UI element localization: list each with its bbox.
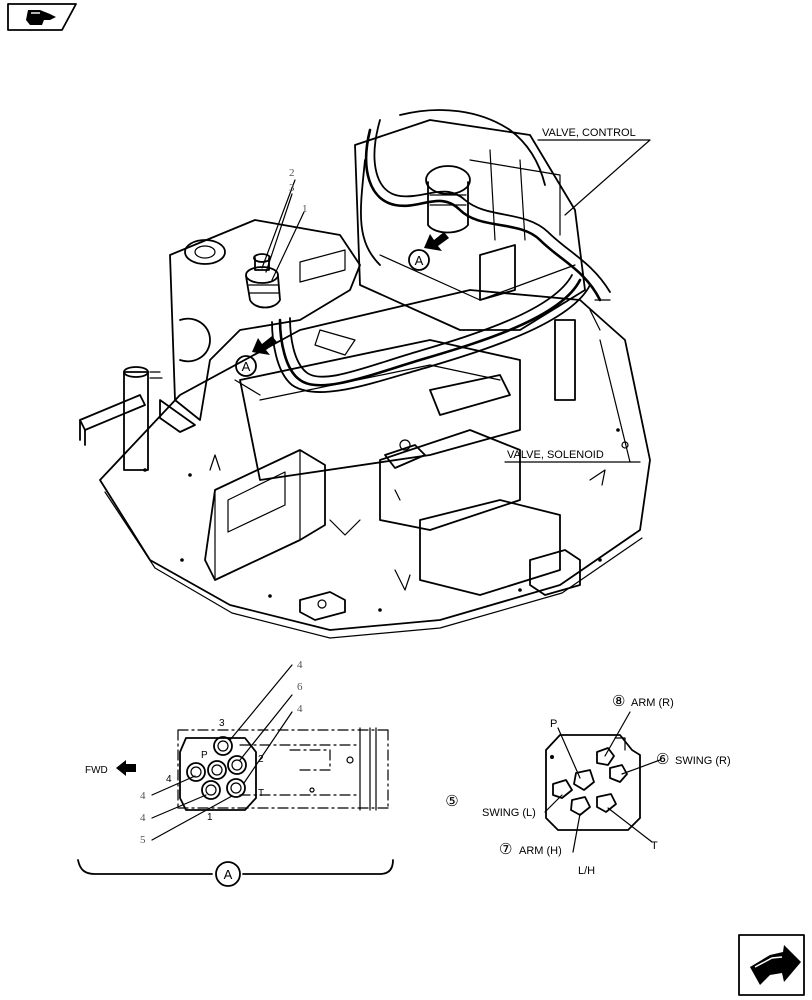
- view-a-label-left: A: [242, 359, 251, 374]
- port-3-label: 3: [219, 718, 225, 729]
- detail-ref-6: 6: [297, 681, 303, 693]
- arm-h-number: ⑦: [499, 841, 512, 858]
- pattern-number-5: ⑤: [445, 793, 458, 810]
- fwd-arrow-icon: [116, 760, 136, 776]
- detail-ref-5: 5: [140, 834, 146, 846]
- swing-l-label: SWING (L): [482, 807, 536, 819]
- nav-icon-box[interactable]: [7, 3, 77, 31]
- upper-frame-assembly: [79, 109, 651, 639]
- base-plate: [99, 289, 651, 631]
- ref-main-1: 1: [302, 203, 308, 215]
- port-pattern: ⑤ P ⑧ ARM (R) ⑥ SWING (R) SWING (L) ⑦ AR…: [445, 693, 730, 877]
- pilot-valve: [245, 253, 281, 309]
- detail-a: 3 P 2 4 T 1 4 6 4 4 4 5 FWD A: [77, 659, 394, 887]
- swing-r-label: SWING (R): [675, 755, 731, 767]
- fwd-label: FWD: [85, 765, 108, 776]
- next-page-icon[interactable]: [738, 934, 805, 996]
- port-t-label: T: [258, 788, 264, 799]
- valve-solenoid-label: VALVE, SOLENOID: [507, 449, 604, 461]
- detail-a-title: A: [224, 867, 233, 882]
- arm-r-number: ⑧: [612, 693, 625, 710]
- port-fittings: [186, 736, 247, 800]
- pointer-hand-icon: [26, 10, 56, 25]
- port-2-label: 2: [258, 754, 264, 765]
- lh-label: L/H: [578, 865, 595, 877]
- swing-r-number: ⑥: [656, 751, 669, 768]
- view-a-marker-right[interactable]: A: [408, 232, 449, 271]
- view-a-label-right: A: [415, 253, 424, 268]
- arm-r-label: ARM (R): [631, 697, 674, 709]
- detail-ref-4d: 4: [140, 812, 146, 824]
- main-item-refs: 2 3 1: [261, 167, 308, 281]
- ref-main-3: 3: [289, 182, 295, 194]
- ref-main-2: 2: [289, 167, 295, 179]
- pattern-t-label: T: [651, 840, 658, 852]
- detail-ref-4b: 4: [297, 703, 303, 715]
- pattern-p-label: P: [550, 718, 557, 730]
- port-1-label: 1: [207, 812, 213, 823]
- valve-control-label: VALVE, CONTROL: [542, 127, 636, 139]
- port-p-label: P: [201, 750, 208, 761]
- detail-ref-4a: 4: [297, 659, 303, 671]
- valve-control-callout: VALVE, CONTROL: [537, 127, 651, 216]
- arm-h-label: ARM (H): [519, 845, 562, 857]
- port-4-label: 4: [166, 774, 172, 785]
- detail-ref-4c: 4: [140, 790, 146, 802]
- view-a-marker-left: A: [235, 336, 277, 377]
- valve-solenoid-callout: VALVE, SOLENOID: [504, 449, 641, 463]
